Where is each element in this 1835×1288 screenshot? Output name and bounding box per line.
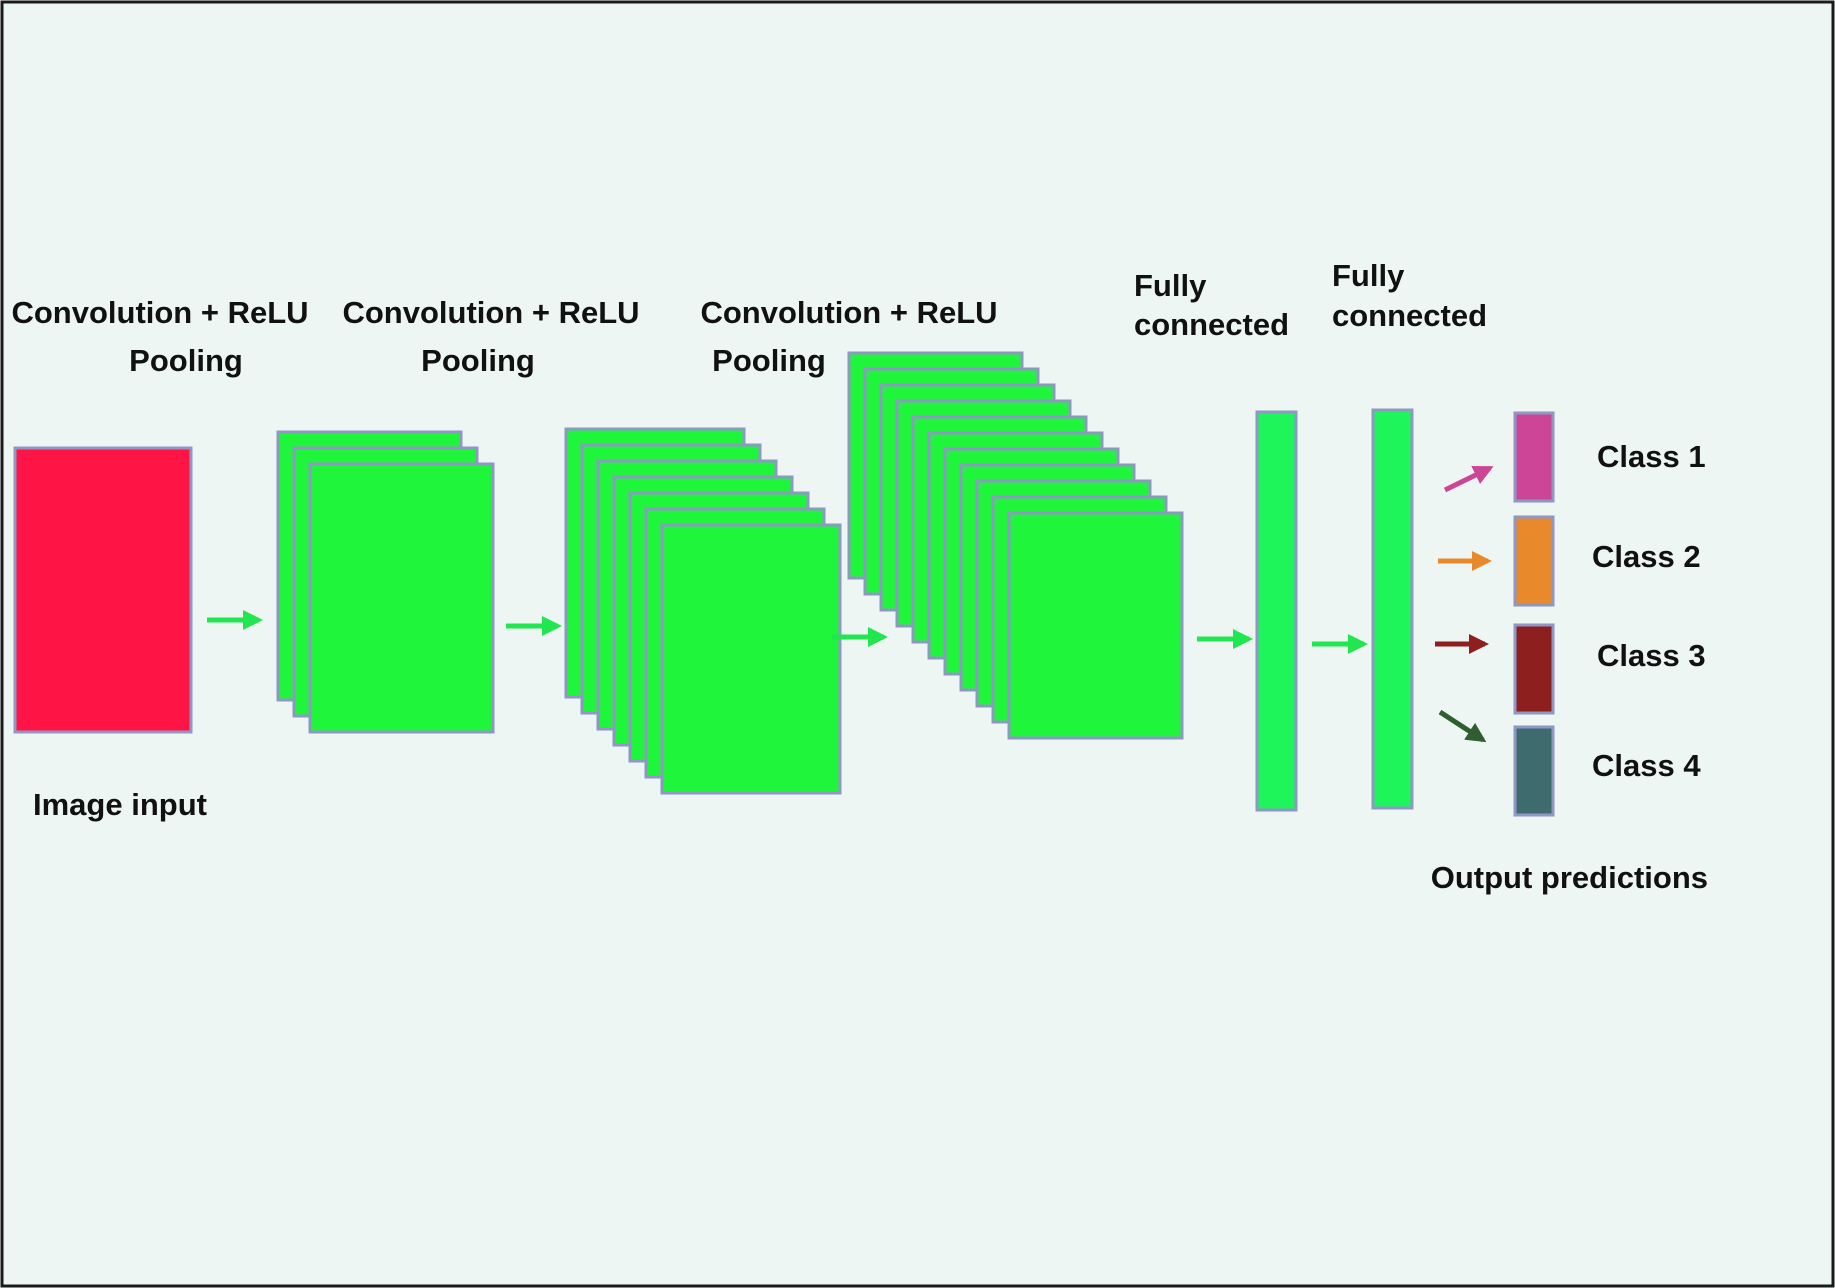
class-1-arrow (1443, 465, 1494, 493)
feature-map-stack-3 (847, 351, 1184, 740)
image-input-label: Image input (33, 787, 207, 822)
fully-connected-layer-1 (1255, 410, 1298, 812)
class-3-box (1513, 623, 1555, 715)
stage-1-pool-label: Pooling (129, 343, 243, 378)
class-3-label: Class 3 (1597, 638, 1706, 673)
feature-map-1-layer-3 (308, 462, 495, 734)
fc-1-label-line1: Fully (1134, 268, 1207, 303)
fc-2-label-line1: Fully (1332, 258, 1405, 293)
class-2-label: Class 2 (1592, 539, 1701, 574)
stage-2-pool-label: Pooling (421, 343, 535, 378)
class-4-label: Class 4 (1592, 748, 1701, 783)
feature-map-stack-2 (564, 427, 842, 795)
stage-1-conv-label: Convolution + ReLU (11, 295, 308, 330)
class-4-box (1513, 725, 1555, 817)
fully-connected-layer-2 (1371, 408, 1414, 810)
stage-3-pool-label: Pooling (712, 343, 826, 378)
feature-map-3-layer-11 (1007, 511, 1184, 740)
output-predictions-label: Output predictions (1431, 860, 1708, 895)
feature-map-stack-1 (276, 430, 495, 734)
fc-2-label-line2: connected (1332, 298, 1487, 333)
class-1-box (1513, 411, 1555, 503)
stage-2-conv-label: Convolution + ReLU (342, 295, 639, 330)
class-1-label: Class 1 (1597, 439, 1706, 474)
image-input-block (13, 446, 193, 734)
class-4-arrow (1438, 709, 1487, 743)
class-2-box (1513, 515, 1555, 607)
feature-map-2-layer-7 (660, 523, 842, 795)
stage-3-conv-label: Convolution + ReLU (700, 295, 997, 330)
fc-1-label-line2: connected (1134, 307, 1289, 342)
